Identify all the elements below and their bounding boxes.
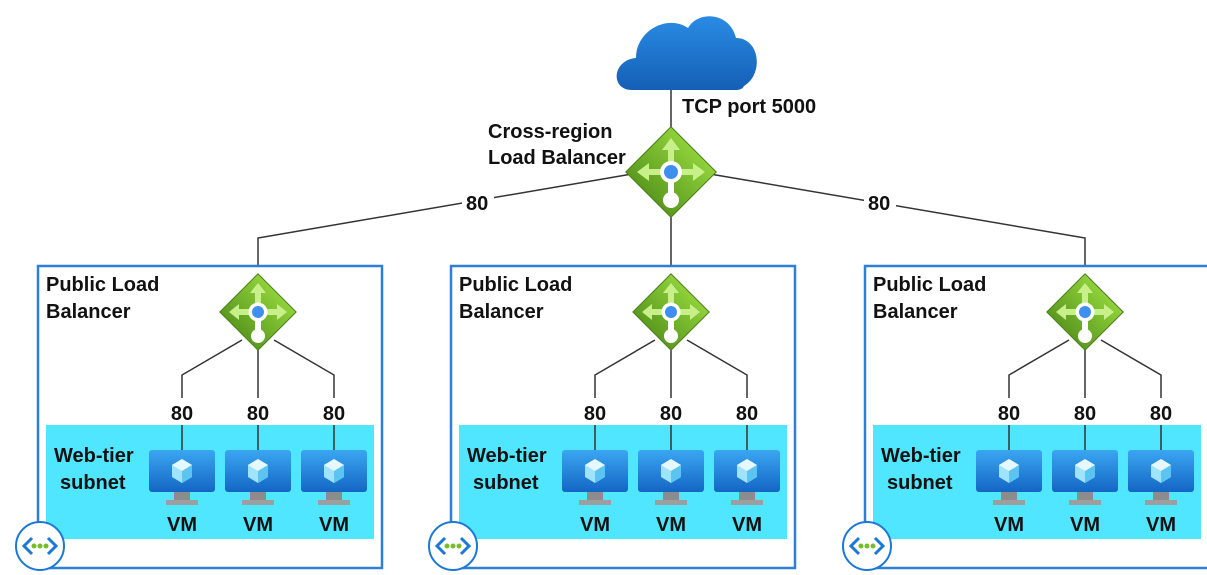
subnet-label-1: Web-tier: [881, 445, 961, 467]
public-lb-label-2: Balancer: [46, 301, 131, 323]
vm-label: VM: [167, 514, 197, 536]
vm-port-label: 80: [998, 403, 1020, 425]
public-load-balancer-icon: [219, 273, 297, 351]
region-link-port-right: 80: [868, 193, 890, 215]
vm-label: VM: [319, 514, 349, 536]
vm-icon: [562, 450, 628, 505]
public-load-balancer-icon: [632, 273, 710, 351]
subnet-label-2: subnet: [887, 472, 953, 494]
region-link-port-left: 80: [466, 193, 488, 215]
subnet-label-2: subnet: [60, 472, 126, 494]
virtual-network-icon: [842, 521, 892, 571]
public-lb-label-2: Balancer: [459, 301, 544, 323]
public-lb-label-1: Public Load: [873, 274, 986, 296]
vm-port-label: 80: [247, 403, 269, 425]
vm-port-label: 80: [660, 403, 682, 425]
public-lb-label-2: Balancer: [873, 301, 958, 323]
vm-port-label: 80: [171, 403, 193, 425]
virtual-network-icon: [428, 521, 478, 571]
vm-port-label: 80: [1074, 403, 1096, 425]
public-lb-label-1: Public Load: [46, 274, 159, 296]
vm-label: VM: [1070, 514, 1100, 536]
port-label: TCP port 5000: [682, 96, 816, 118]
subnet-label-2: subnet: [473, 472, 539, 494]
subnet-label-1: Web-tier: [54, 445, 134, 467]
vm-icon: [714, 450, 780, 505]
vm-icon: [225, 450, 291, 505]
lb-to-vm-links: [1008, 339, 1162, 450]
cross-region-lb-label-1: Cross-region: [488, 121, 612, 143]
cloud-icon: [616, 16, 757, 90]
cross-region-load-balancer-icon: [625, 126, 717, 218]
vm-label: VM: [243, 514, 273, 536]
vm-label: VM: [580, 514, 610, 536]
vm-port-label: 80: [736, 403, 758, 425]
vm-port-label: 80: [584, 403, 606, 425]
cross-region-lb-label-2: Load Balancer: [488, 147, 626, 169]
subnet-label-1: Web-tier: [467, 445, 547, 467]
vm-label: VM: [1146, 514, 1176, 536]
vm-icon: [1052, 450, 1118, 505]
virtual-network-icon: [15, 521, 65, 571]
vm-label: VM: [732, 514, 762, 536]
vm-label: VM: [994, 514, 1024, 536]
public-lb-label-1: Public Load: [459, 274, 572, 296]
vm-icon: [976, 450, 1042, 505]
vm-port-label: 80: [1150, 403, 1172, 425]
vm-icon: [1128, 450, 1194, 505]
vm-icon: [301, 450, 367, 505]
vm-icon: [638, 450, 704, 505]
public-load-balancer-icon: [1046, 273, 1124, 351]
vm-label: VM: [656, 514, 686, 536]
vm-port-label: 80: [323, 403, 345, 425]
vm-icon: [149, 450, 215, 505]
